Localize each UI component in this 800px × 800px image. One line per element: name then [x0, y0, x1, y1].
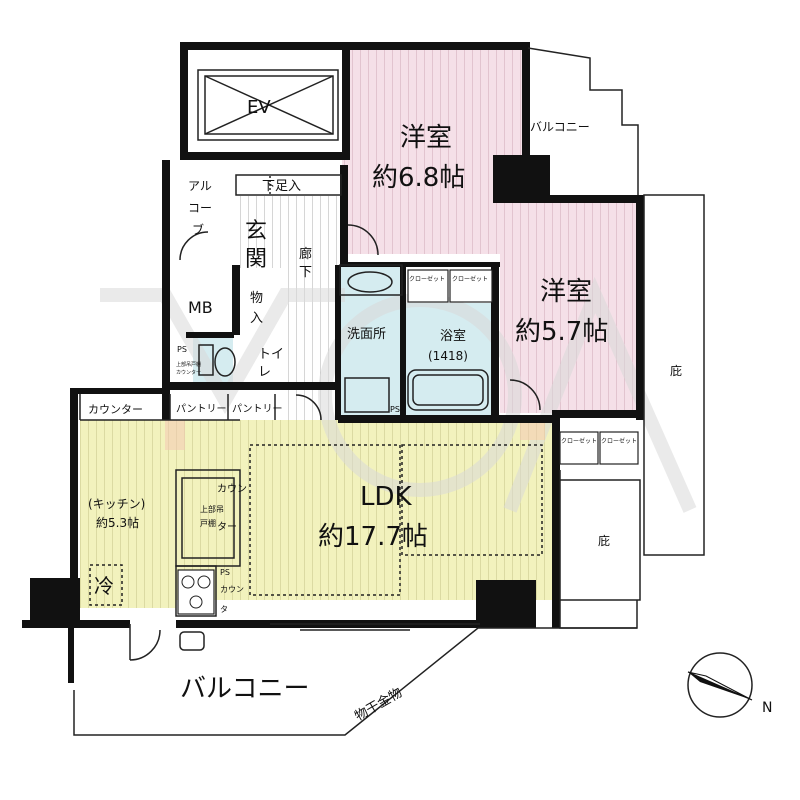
- label-western-2-size: 約5.7帖: [515, 317, 608, 347]
- label-counter-small-1: カウン: [220, 585, 244, 594]
- label-bathroom-size: (1418): [428, 349, 468, 363]
- label-elevator: EV: [247, 97, 271, 118]
- label-ps-2: PS: [390, 405, 400, 414]
- label-kitchen-size: 約5.3帖: [96, 515, 139, 530]
- label-pantry-2: パントリー: [232, 403, 283, 415]
- label-balcony-upper: バルコニー: [530, 120, 590, 134]
- label-ldk-size: 約17.7帖: [318, 522, 428, 552]
- compass: N: [687, 652, 772, 718]
- label-counter-vertical-1: カウン: [217, 483, 247, 495]
- label-shoe-storage: 下足入: [262, 179, 301, 194]
- label-alcove-1: アル: [188, 179, 212, 193]
- label-ps-1: PS: [177, 345, 187, 354]
- burner-2: [197, 575, 211, 589]
- label-storage-1: 物: [250, 291, 263, 306]
- label-western-2-name: 洋室: [540, 277, 592, 307]
- label-ps-3: PS: [220, 568, 230, 577]
- label-laundry-hardware: 物干金物: [352, 685, 405, 725]
- label-western-1-name: 洋室: [400, 123, 452, 153]
- label-bathroom-name: 浴室: [440, 328, 466, 344]
- washroom-fill: [340, 265, 405, 418]
- label-balcony-lower: バルコニー: [180, 674, 309, 704]
- label-ldk-name: LDK: [360, 482, 413, 512]
- kitchen-fill: [80, 420, 176, 608]
- label-upper-cabinet-small-1: 上部吊戸棚: [176, 361, 201, 368]
- label-pantry-1: パントリー: [176, 403, 227, 415]
- outlines: [73, 47, 705, 736]
- label-upper-cabinet-small-2: カウンター: [176, 369, 201, 376]
- label-mb: MB: [188, 298, 213, 317]
- cooktop: [177, 569, 215, 615]
- label-garden-2: 庇: [598, 533, 610, 548]
- label-garden-1: 庇: [670, 363, 682, 378]
- label-upper-cabinet-1: 上部吊: [200, 504, 224, 514]
- label-entrance-2: 関: [245, 247, 267, 272]
- label-corridor-1: 廊: [299, 246, 312, 262]
- burner-3: [189, 595, 203, 609]
- label-closet-1: クローゼット: [409, 275, 445, 283]
- label-alcove-3: ブ: [192, 222, 204, 237]
- label-counter-vertical-2: ター: [217, 521, 237, 533]
- label-entrance-1: 玄: [245, 219, 267, 244]
- label-counter-small-2: タ: [220, 605, 228, 614]
- label-kitchen-name: (キッチン): [88, 497, 145, 511]
- label-storage-2: 入: [250, 311, 263, 326]
- label-closet-2: クローゼット: [452, 275, 488, 283]
- burner-1: [181, 575, 195, 589]
- labels: EV 洋室 約6.8帖 洋室 約5.7帖 バルコニー アル コー ブ 下足入 玄…: [88, 97, 682, 724]
- room-western-2-fill: [500, 203, 640, 413]
- label-washroom: 洗面所: [347, 327, 386, 342]
- label-western-1-size: 約6.8帖: [372, 163, 465, 193]
- label-counter-top: カウンター: [88, 403, 143, 416]
- compass-north-label: N: [762, 700, 772, 716]
- closet-boxes: [407, 269, 639, 465]
- label-toilet-1: トイ: [258, 347, 284, 362]
- label-toilet-2: レ: [258, 365, 271, 380]
- label-fridge: 冷: [94, 574, 114, 598]
- entrance-fill: [236, 196, 286, 268]
- label-upper-cabinet-2: 戸棚: [200, 518, 216, 528]
- room-western-1-fill: [342, 48, 528, 254]
- label-alcove-2: コー: [188, 201, 212, 215]
- label-closet-3: クローゼット: [561, 437, 597, 445]
- label-corridor-2: 下: [299, 265, 312, 280]
- label-closet-4: クローゼット: [601, 437, 637, 445]
